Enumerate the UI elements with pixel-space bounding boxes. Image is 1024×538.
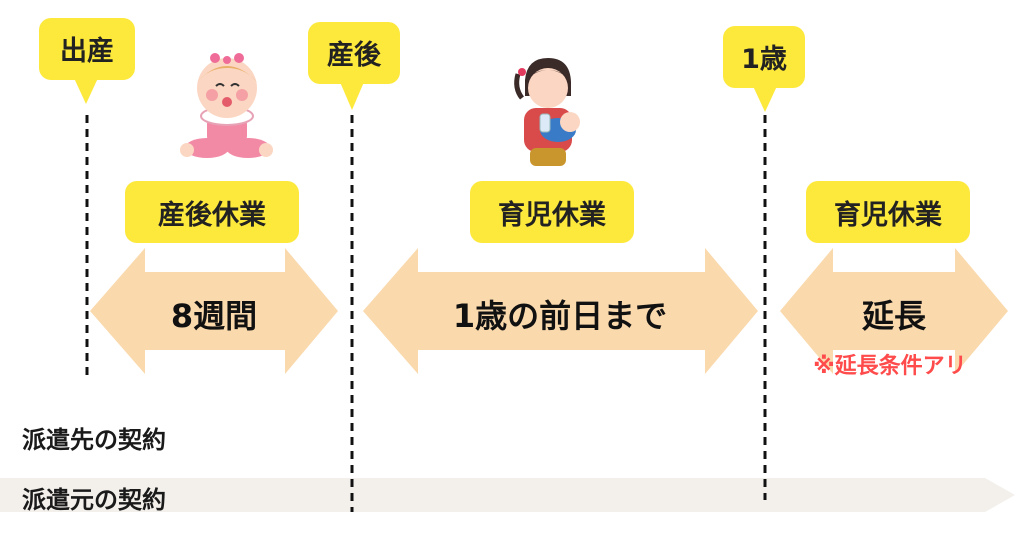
birth-marker: 出産: [39, 18, 135, 104]
extension-duration: 延長: [861, 297, 927, 335]
childcare-leave-text: 育児休業: [498, 199, 606, 231]
childcare-duration: 1歳の前日まで: [453, 297, 667, 335]
postnatal-duration: 8週間: [171, 297, 257, 335]
dispatch-source-band: [0, 478, 1015, 512]
postnatal-leave-label: 産後休業: [125, 181, 299, 243]
dispatch-source-contract-label: 派遣元の契約: [22, 486, 166, 514]
extension-leave-text: 育児休業: [834, 199, 942, 231]
age1-marker: 1歳: [723, 26, 805, 112]
extension-note: ※延長条件アリ: [813, 353, 966, 379]
birth-marker-label: 出産: [60, 35, 114, 67]
mother-illustration: [514, 58, 580, 166]
childcare-arrow: [363, 248, 758, 374]
childcare-leave-label: 育児休業: [470, 181, 634, 243]
postnatal-arrow: [90, 248, 338, 374]
postpartum-marker: 産後: [308, 22, 400, 110]
dispatch-destination-contract-label: 派遣先の契約: [22, 426, 166, 454]
extension-leave-label: 育児休業: [806, 181, 970, 243]
postpartum-marker-label: 産後: [327, 39, 382, 71]
extension-arrow: [780, 248, 1008, 374]
postnatal-leave-text: 産後休業: [158, 199, 266, 231]
age1-marker-label: 1歳: [741, 44, 787, 75]
baby-illustration: [180, 53, 273, 158]
